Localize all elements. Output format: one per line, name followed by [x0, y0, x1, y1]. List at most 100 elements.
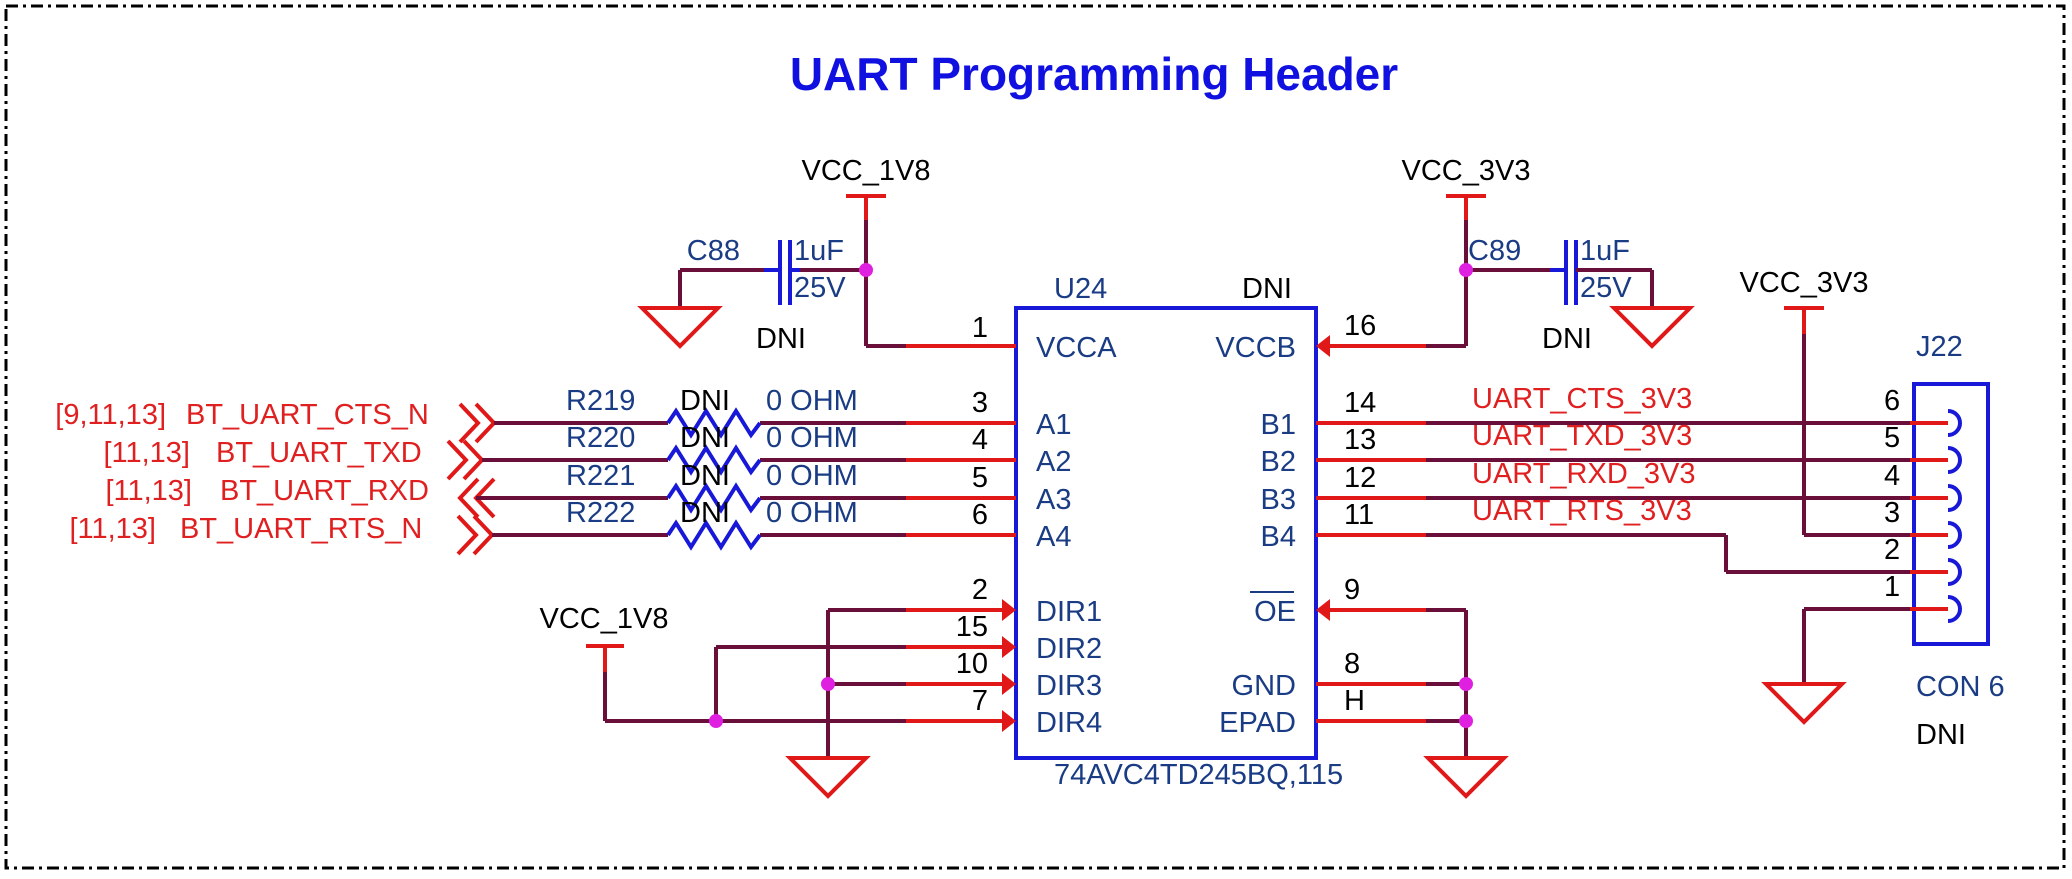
j22-pin-3: 3 [1884, 497, 1900, 529]
resistor-r222-body [666, 519, 762, 551]
j22-pin-5: 5 [1884, 422, 1900, 454]
ground-j22 [1761, 682, 1847, 725]
junction [821, 677, 835, 691]
r220-dni: DNI [680, 422, 730, 454]
r222-ref: R222 [566, 497, 635, 529]
j22-type: CON 6 [1916, 671, 2005, 703]
pin-name-a2: A2 [1036, 446, 1071, 478]
pin-name-dir2: DIR2 [1036, 633, 1102, 665]
net-uart-rts-3v3: UART_RTS_3V3 [1472, 495, 1692, 527]
pin-num-12: 12 [1344, 462, 1376, 494]
pin-num-h: H [1344, 685, 1365, 717]
vcc-3v3-conn-label: VCC_3V3 [1740, 267, 1869, 299]
junction [859, 263, 873, 277]
c88-dni: DNI [756, 323, 806, 355]
pin-num-8: 8 [1344, 648, 1360, 680]
r219-value: 0 OHM [766, 385, 858, 417]
junction [1459, 263, 1473, 277]
pin-name-vccb: VCCB [1215, 332, 1296, 364]
ic-ref: U24 [1054, 273, 1107, 305]
offpage-rxd-pages: [11,13] [105, 475, 192, 507]
j22-ref: J22 [1916, 331, 1963, 363]
offpage-cts-net: BT_UART_CTS_N [186, 399, 429, 431]
ground-oe [1423, 756, 1509, 799]
j22-pin-4: 4 [1884, 460, 1900, 492]
sheet-title: UART Programming Header [790, 48, 1398, 100]
pin-name-gnd: GND [1232, 670, 1296, 702]
offpage-rts-pages: [11,13] [69, 513, 156, 545]
r222-value: 0 OHM [766, 497, 858, 529]
pin-name-b1: B1 [1261, 409, 1296, 441]
c88-ref: C88 [687, 235, 740, 267]
sheet-border [4, 4, 2066, 870]
pin-name-a3: A3 [1036, 484, 1071, 516]
r221-dni: DNI [680, 460, 730, 492]
r222-dni: DNI [680, 497, 730, 529]
pin-name-a1: A1 [1036, 409, 1071, 441]
pin-num-7: 7 [972, 685, 988, 717]
r219-dni: DNI [680, 385, 730, 417]
pin-num-13: 13 [1344, 424, 1376, 456]
net-uart-txd-3v3: UART_TXD_3V3 [1472, 420, 1692, 452]
vcc-1v8-top-label: VCC_1V8 [802, 155, 931, 187]
junction [1459, 677, 1473, 691]
ic-part-number: 74AVC4TD245BQ,115 [1054, 759, 1343, 791]
vcc-3v3-top-label: VCC_3V3 [1402, 155, 1531, 187]
j22-pin-2: 2 [1884, 534, 1900, 566]
j22-dni: DNI [1916, 719, 1966, 751]
pin-num-16: 16 [1344, 310, 1376, 342]
pin-name-vcca: VCCA [1036, 332, 1117, 364]
offpage-cts-pages: [9,11,13] [55, 399, 166, 431]
resistor-r220-body [666, 444, 762, 476]
pin-num-10: 10 [956, 648, 988, 680]
r221-ref: R221 [566, 460, 635, 492]
pin-num-4: 4 [972, 424, 988, 456]
c89-voltage: 25V [1580, 272, 1632, 304]
pin-name-dir3: DIR3 [1036, 670, 1102, 702]
ground-c88 [637, 306, 723, 349]
r219-ref: R219 [566, 385, 635, 417]
j22-pin-6: 6 [1884, 385, 1900, 417]
junction [709, 714, 723, 728]
pin-name-b3: B3 [1261, 484, 1296, 516]
ground-c89 [1609, 306, 1695, 349]
j22-pin-1: 1 [1884, 571, 1900, 603]
pin-name-b2: B2 [1261, 446, 1296, 478]
junction [1459, 714, 1473, 728]
ground-dir [785, 756, 871, 799]
pin-num-6: 6 [972, 499, 988, 531]
net-uart-cts-3v3: UART_CTS_3V3 [1472, 383, 1692, 415]
pin-name-dir1: DIR1 [1036, 596, 1102, 628]
offpage-connectors [446, 402, 497, 556]
offpage-txd-pages: [11,13] [103, 437, 190, 469]
pin-name-dir4: DIR4 [1036, 707, 1102, 739]
c89-ref: C89 [1468, 235, 1521, 267]
pin-num-9: 9 [1344, 574, 1360, 606]
offpage-rts-net: BT_UART_RTS_N [180, 513, 422, 545]
pin-num-14: 14 [1344, 387, 1376, 419]
net-uart-rxd-3v3: UART_RXD_3V3 [1472, 458, 1696, 490]
c88-value: 1uF [794, 235, 844, 267]
r220-value: 0 OHM [766, 422, 858, 454]
pin-num-15: 15 [956, 611, 988, 643]
pin-num-2: 2 [972, 574, 988, 606]
pin-name-oe: OE [1254, 596, 1296, 628]
pin-name-a4: A4 [1036, 521, 1071, 553]
resistor-r221-body [666, 482, 762, 514]
offpage-rxd-net: BT_UART_RXD [220, 475, 429, 507]
pin-num-11: 11 [1344, 499, 1374, 531]
offpage-txd-net: BT_UART_TXD [216, 437, 422, 469]
resistor-r219-body [666, 407, 762, 439]
pin-num-3: 3 [972, 387, 988, 419]
pin-num-5: 5 [972, 462, 988, 494]
pin-name-b4: B4 [1261, 521, 1296, 553]
pin-name-epad: EPAD [1219, 707, 1296, 739]
connector-j22-body [1912, 382, 1990, 646]
c88-voltage: 25V [794, 272, 846, 304]
vcc-1v8-dir-label: VCC_1V8 [540, 603, 669, 635]
c89-dni: DNI [1542, 323, 1592, 355]
ic-dni: DNI [1242, 273, 1292, 305]
connector-pins [1910, 409, 1962, 623]
c89-value: 1uF [1580, 235, 1630, 267]
